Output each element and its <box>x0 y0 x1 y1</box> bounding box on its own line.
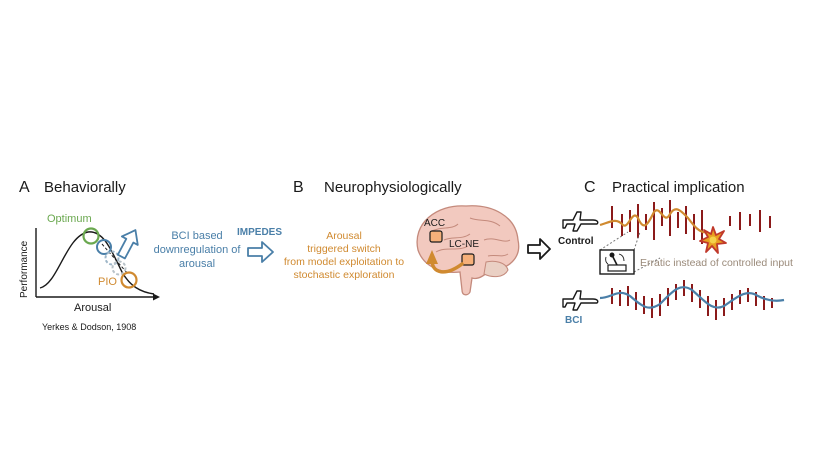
panel-c-letter: C <box>584 179 596 196</box>
airplane-icon <box>562 290 599 311</box>
a-xlabel: Arousal <box>74 302 111 314</box>
explosion-icon <box>699 226 727 254</box>
arousal-state-marker-1 <box>96 239 112 255</box>
arousal-state-marker-3 <box>111 260 127 276</box>
bci-signal-line <box>599 286 785 309</box>
lcne-label: LC-NE <box>449 239 479 250</box>
arousal-state-marker-2 <box>104 250 120 266</box>
pio-marker <box>120 271 138 289</box>
zoom-line-2 <box>633 231 641 251</box>
pio-label: PIO <box>98 276 117 288</box>
airplane-icon <box>562 211 599 232</box>
b-to-c-arrow-icon <box>527 238 551 260</box>
impedes-label: IMPEDES <box>237 227 282 238</box>
bci-text-line-2: downregulation of <box>154 244 242 256</box>
arousal-text-line-4: stochastic exploration <box>294 269 395 281</box>
downregulation-arrow-icon <box>116 229 139 260</box>
a-ylabel: Performance <box>19 240 30 298</box>
arousal-text-line-3: from model exploitation to <box>284 256 404 268</box>
bci-text-line-1: BCI based <box>171 230 222 242</box>
control-signal-line <box>599 208 709 234</box>
control-label: Control <box>558 236 594 247</box>
lcne-region-marker <box>461 253 475 266</box>
lcne-to-acc-arrowhead <box>426 250 438 264</box>
zoom-line-1 <box>599 231 629 251</box>
impedes-arrow-icon <box>247 241 274 263</box>
bci-text-line-3: arousal <box>179 258 215 270</box>
panel-a-letter: A <box>19 179 30 196</box>
brain-icon <box>416 205 520 296</box>
panel-b-letter: B <box>293 179 304 196</box>
zoom-line-3 <box>633 257 661 273</box>
acc-label: ACC <box>424 218 445 229</box>
arousal-text-line-2: triggered switch <box>307 243 381 255</box>
panel-b: B Neurophysiologically Arousal triggered… <box>284 179 551 296</box>
panel-b-heading: Neurophysiologically <box>324 179 462 196</box>
panel-c-heading: Practical implication <box>612 179 745 196</box>
a-x-axis-arrow <box>153 293 160 301</box>
a-dashed-line <box>101 243 129 275</box>
acc-region-marker <box>429 230 443 243</box>
joystick-icon <box>605 252 627 272</box>
panel-c: C Practical implication Control Erratic … <box>558 179 793 326</box>
citation: Yerkes & Dodson, 1908 <box>42 322 136 332</box>
arousal-text-line-1: Arousal <box>326 230 362 242</box>
optimum-marker <box>82 227 100 245</box>
panel-a-heading: Behaviorally <box>44 179 126 196</box>
erratic-input-text: Erratic instead of controlled input <box>640 257 793 269</box>
panel-a: A Behaviorally Optimum PIO Performance A… <box>19 179 282 332</box>
bci-label: BCI <box>565 315 582 326</box>
optimum-label: Optimum <box>47 213 92 225</box>
